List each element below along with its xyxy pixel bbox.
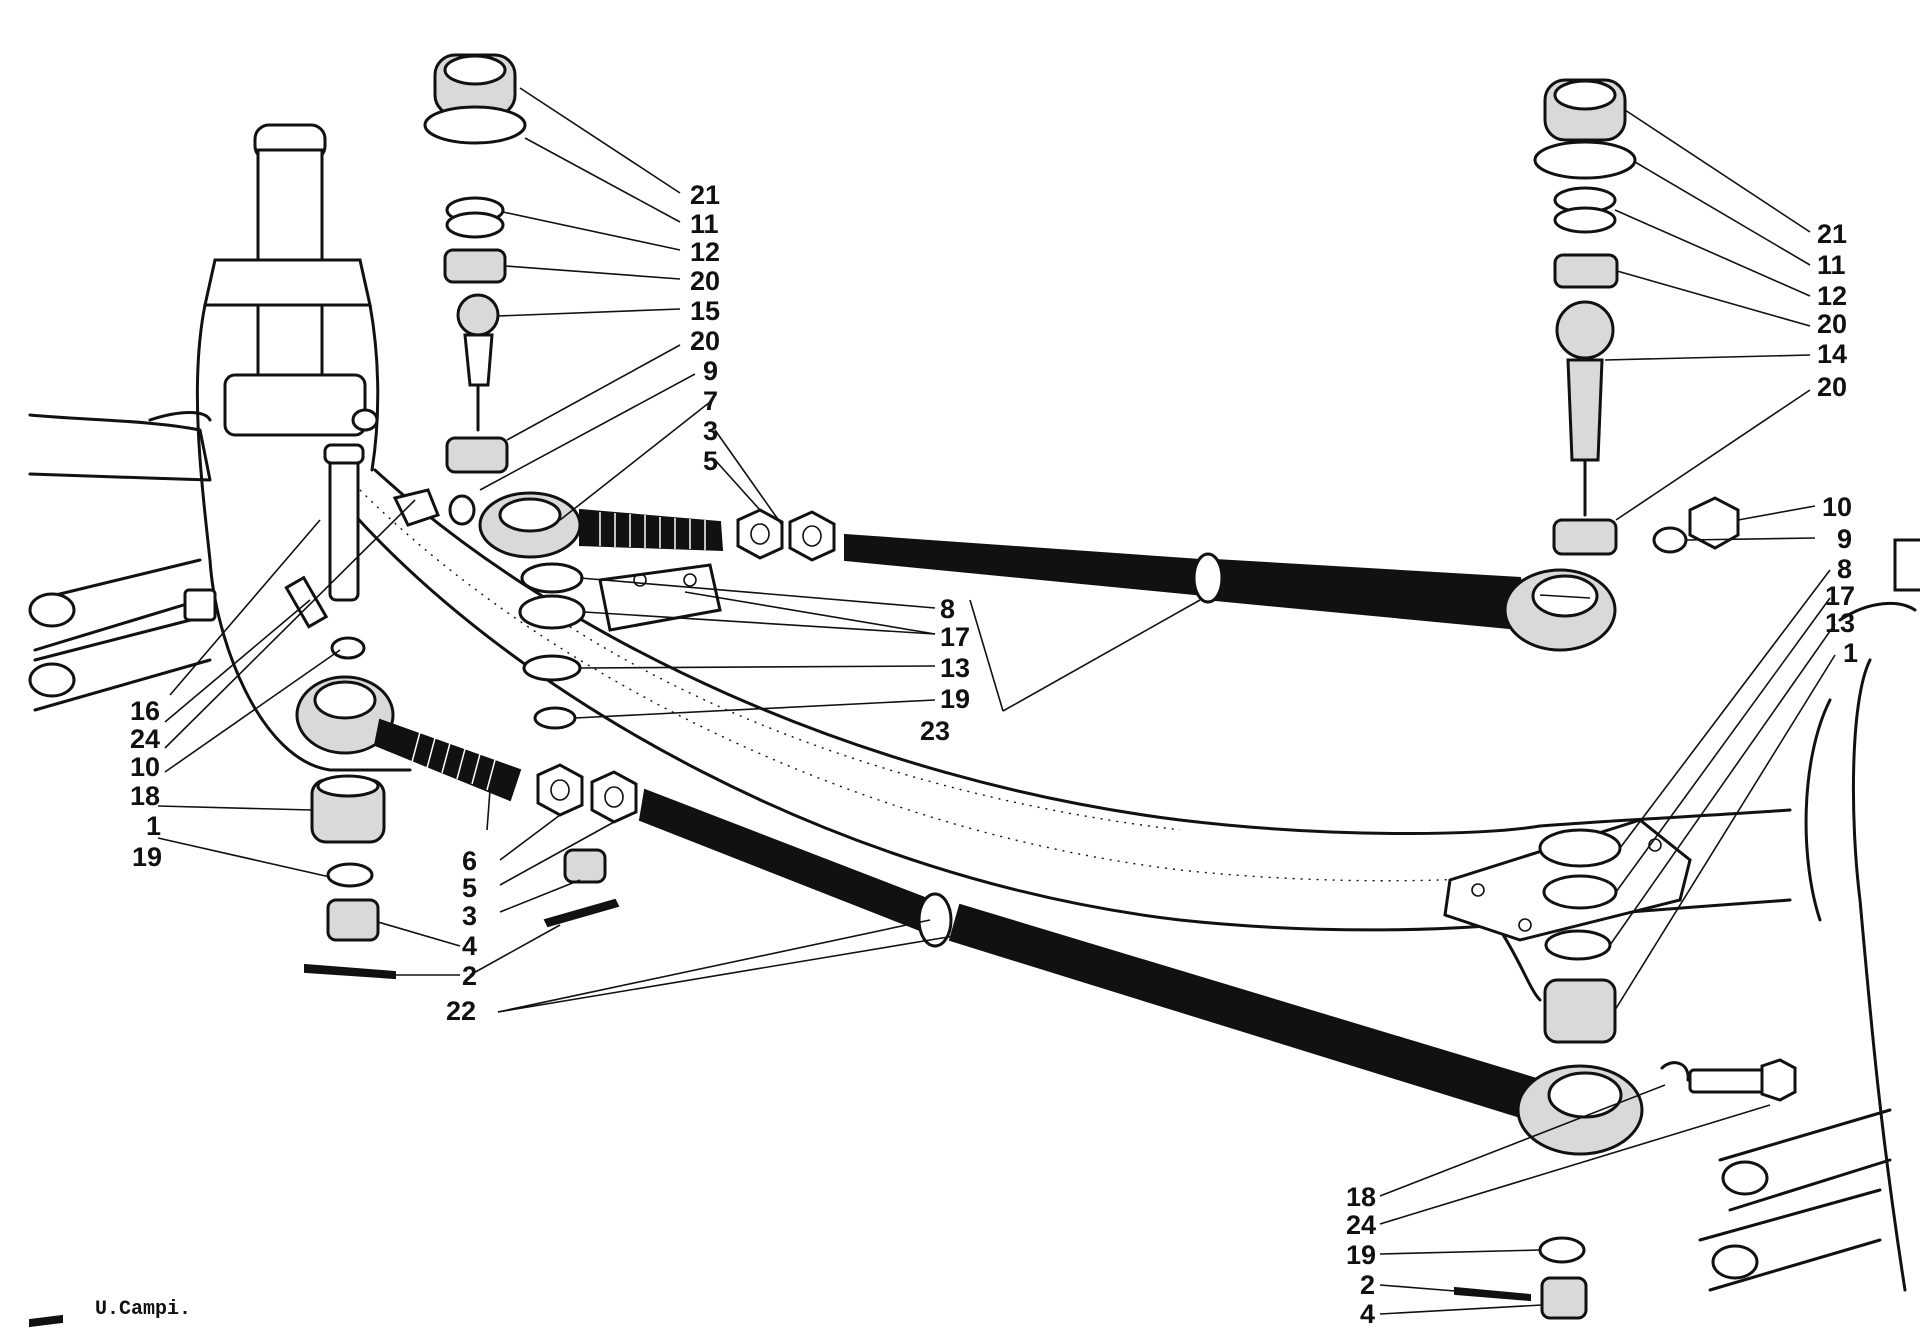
lower-rod-threads (411, 731, 496, 791)
callout-4: 4 (462, 931, 477, 961)
left-mounting-plate (598, 563, 722, 632)
callout-19: 19 (132, 842, 162, 872)
callout-18: 18 (1346, 1182, 1376, 1212)
callout-12: 12 (1817, 281, 1847, 311)
callout-8: 8 (1837, 554, 1852, 584)
leader-lines (157, 87, 1836, 1315)
callout-21: 21 (690, 180, 720, 210)
callout-21: 21 (1817, 219, 1847, 249)
callout-3: 3 (703, 416, 718, 446)
right-steering-knuckle (1698, 538, 1920, 1292)
callout-14: 14 (1817, 339, 1847, 369)
callout-22: 22 (446, 996, 476, 1026)
artist-signature: U.Campi. (29, 1298, 191, 1328)
callout-labels: 21 11 12 20 15 20 9 7 3 5 8 17 13 19 23 … (130, 180, 1858, 1329)
callout-1: 1 (1843, 638, 1858, 668)
callout-7: 7 (703, 386, 718, 416)
callout-13: 13 (1825, 608, 1855, 638)
left-ball-joint-stack (423, 53, 527, 474)
right-loose-parts (1454, 496, 1797, 1320)
callout-3: 3 (462, 901, 477, 931)
callout-5: 5 (462, 873, 477, 903)
callout-19: 19 (1346, 1240, 1376, 1270)
left-loose-parts (284, 443, 620, 980)
callout-10: 10 (1822, 492, 1852, 522)
callout-2: 2 (462, 961, 477, 991)
left-pivot-stack (518, 562, 586, 730)
callout-5: 5 (703, 446, 718, 476)
callout-17: 17 (1825, 581, 1855, 611)
callout-6: 6 (462, 846, 477, 876)
upper-track-rod (844, 533, 1617, 652)
callout-11: 11 (1817, 250, 1846, 280)
callout-11: 11 (690, 209, 719, 239)
upper-tie-rod-end-left (392, 488, 836, 562)
callout-16: 16 (130, 696, 160, 726)
signature-text: U.Campi. (95, 1298, 191, 1321)
right-ball-joint-stack (1533, 78, 1637, 556)
callout-13: 13 (940, 653, 970, 683)
callout-20: 20 (1817, 372, 1847, 402)
lower-track-rod (638, 788, 1644, 1156)
callout-17: 17 (940, 622, 970, 652)
callout-12: 12 (690, 237, 720, 267)
callout-15: 15 (690, 296, 720, 326)
callout-20: 20 (690, 266, 720, 296)
callout-9: 9 (1837, 524, 1852, 554)
callout-4: 4 (1360, 1299, 1375, 1329)
callout-24: 24 (1346, 1210, 1376, 1240)
callout-8: 8 (940, 594, 955, 624)
callout-23: 23 (920, 716, 950, 746)
right-pivot-stack (1538, 828, 1622, 1044)
callout-20: 20 (690, 326, 720, 356)
upper-rod-threads (599, 512, 706, 550)
callout-24: 24 (130, 724, 160, 754)
callout-20: 20 (1817, 309, 1847, 339)
callout-10: 10 (130, 752, 160, 782)
lower-tie-rod-end-left (295, 675, 638, 824)
callout-1: 1 (146, 811, 161, 841)
callout-18: 18 (130, 781, 160, 811)
callout-19: 19 (940, 684, 970, 714)
callout-9: 9 (703, 356, 718, 386)
left-steering-knuckle (28, 123, 412, 772)
callout-2: 2 (1360, 1270, 1375, 1300)
